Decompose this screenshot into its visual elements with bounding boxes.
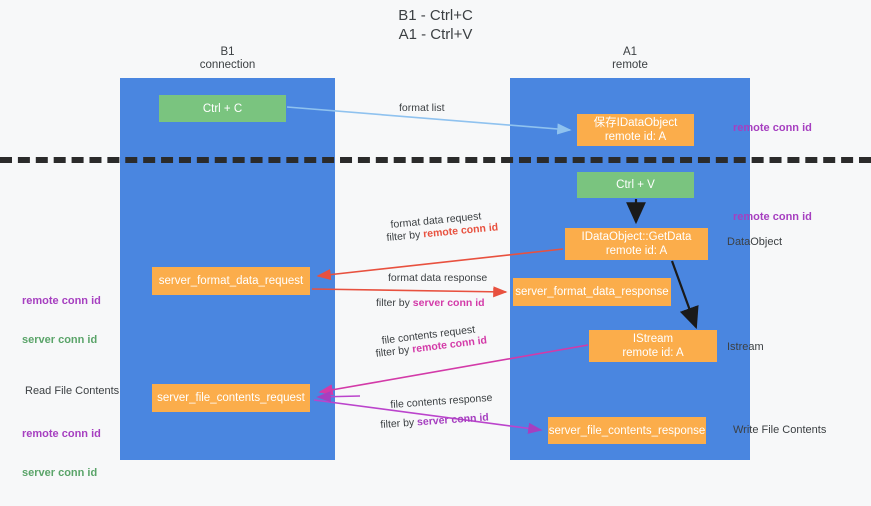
- filter-prefix: filter by: [375, 343, 413, 360]
- node-save-idataobject[interactable]: 保存IDataObject remote id: A: [577, 114, 694, 146]
- node-server-format-data-request[interactable]: server_format_data_request: [152, 267, 310, 295]
- node-istream-line1: IStream: [632, 333, 674, 345]
- node-server-file-contents-request-label: server_file_contents_request: [157, 392, 305, 404]
- filter-key-server-conn-id: server conn id: [412, 297, 485, 309]
- filter-prefix: filter by: [380, 416, 418, 431]
- filter-prefix: filter by: [376, 297, 413, 309]
- annotation-dataobject: DataObject: [727, 236, 783, 248]
- node-idataobject-getdata-line2: remote id: A: [605, 245, 668, 257]
- node-istream[interactable]: IStream remote id: A: [589, 330, 717, 362]
- edge-label-file-contents-response: file contents response: [390, 391, 493, 411]
- node-server-format-data-response[interactable]: server_format_data_response: [513, 278, 671, 306]
- edge-label-file-contents-response-filter: filter by server conn id: [380, 411, 489, 432]
- annotation-left-server-conn-id-2: server conn id: [22, 467, 98, 479]
- node-ctrl-c[interactable]: Ctrl + C: [159, 95, 286, 122]
- node-save-idataobject-line1: 保存IDataObject: [593, 117, 678, 129]
- annotation-left-conn-ids-bottom: remote conn id server conn id: [22, 402, 101, 506]
- edge-label-format-list: format list: [399, 102, 445, 114]
- lane-header-a1: A1 remote: [612, 46, 648, 71]
- diagram-canvas: B1 - Ctrl+C A1 - Ctrl+V B1 connection A1…: [0, 7, 871, 479]
- phase-divider: [0, 157, 871, 163]
- page-title: B1 - Ctrl+C A1 - Ctrl+V: [398, 7, 473, 43]
- edge-label-format-data-response-filter: filter by server conn id: [376, 297, 485, 310]
- annotation-left-remote-conn-id: remote conn id: [22, 295, 101, 307]
- annotation-left-conn-ids-top: remote conn id server conn id: [22, 269, 101, 373]
- node-server-format-data-response-label: server_format_data_response: [515, 286, 669, 298]
- edge-format-data-response: [311, 286, 508, 298]
- node-server-file-contents-request[interactable]: server_file_contents_request: [152, 384, 310, 412]
- node-server-file-contents-response-label: server_file_contents_response: [548, 424, 706, 437]
- node-server-format-data-request-label: server_format_data_request: [158, 275, 304, 287]
- filter-key-server-conn-id: server conn id: [416, 411, 490, 429]
- node-ctrl-v-label: Ctrl + V: [616, 179, 655, 191]
- node-idataobject-getdata[interactable]: IDataObject::GetData remote id: A: [565, 228, 708, 260]
- node-ctrl-c-label: Ctrl + C: [202, 102, 243, 115]
- annotation-left-server-conn-id: server conn id: [22, 334, 98, 346]
- edge-label-format-data-response: format data response: [388, 272, 488, 284]
- node-save-idataobject-line2: remote id: A: [604, 131, 667, 143]
- node-idataobject-getdata-line1: IDataObject::GetData: [581, 231, 692, 243]
- node-ctrl-v[interactable]: Ctrl + V: [577, 172, 694, 198]
- annotation-remote-conn-id-mid: remote conn id: [733, 211, 812, 223]
- filter-prefix: filter by: [386, 228, 424, 244]
- annotation-istream: Istream: [727, 341, 764, 353]
- annotation-left-remote-conn-id-2: remote conn id: [22, 428, 101, 440]
- node-server-file-contents-response[interactable]: server_file_contents_response: [548, 417, 706, 444]
- annotation-remote-conn-id-top: remote conn id: [733, 122, 812, 134]
- lane-header-b1: B1 connection: [199, 46, 256, 71]
- annotation-write-file-contents: Write File Contents: [733, 424, 827, 436]
- annotation-read-file-contents: Read File Contents: [25, 385, 120, 397]
- node-istream-line2: remote id: A: [622, 347, 684, 359]
